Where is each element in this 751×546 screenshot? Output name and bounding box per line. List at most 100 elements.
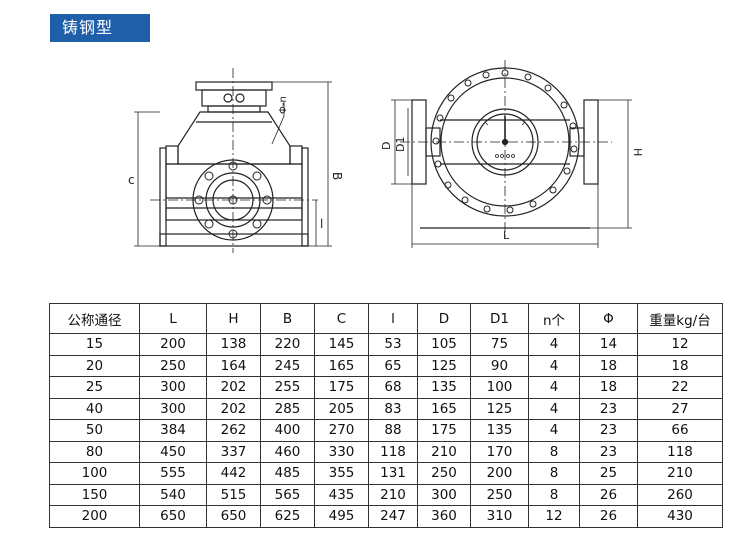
front-view (134, 68, 332, 253)
table-cell: 442 (206, 462, 261, 485)
table-cell: 430 (637, 505, 723, 528)
table-cell: 650 (206, 505, 261, 528)
table-cell: 210 (417, 440, 471, 463)
table-cell: 200 (49, 505, 140, 528)
table-cell: 435 (314, 483, 369, 506)
dim-label-l: l (320, 217, 323, 231)
table-cell: 4 (528, 376, 580, 399)
table-cell: 131 (368, 462, 418, 485)
table-cell: 210 (368, 483, 418, 506)
table-cell: 40 (49, 397, 140, 420)
table-cell: 145 (314, 333, 369, 356)
col-header: D1 (470, 303, 529, 334)
table-cell: 460 (260, 440, 315, 463)
table-cell: 135 (417, 376, 471, 399)
table-cell: 100 (49, 462, 140, 485)
table-cell: 8 (528, 462, 580, 485)
table-cell: 202 (206, 397, 261, 420)
dim-label-b: B (330, 172, 344, 180)
table-cell: 255 (260, 376, 315, 399)
col-header: 公称通径 (49, 303, 140, 334)
table-cell: 540 (139, 483, 207, 506)
table-cell: 23 (579, 440, 638, 463)
dim-label-phi: Φ-n (278, 96, 289, 114)
table-cell: 4 (528, 333, 580, 356)
table-cell: 310 (470, 505, 529, 528)
table-cell: 53 (368, 333, 418, 356)
table-header-row: 公称通径 L H B C l D D1 n个 Φ 重量kg/台 (49, 303, 723, 334)
table-cell: 105 (417, 333, 471, 356)
table-cell: 135 (470, 419, 529, 442)
table-cell: 90 (470, 354, 529, 377)
table-cell: 360 (417, 505, 471, 528)
table-cell: 27 (637, 397, 723, 420)
table-cell: 18 (637, 354, 723, 377)
table-cell: 565 (260, 483, 315, 506)
table-cell: 75 (470, 333, 529, 356)
table-cell: 165 (417, 397, 471, 420)
table-cell: 262 (206, 419, 261, 442)
col-header: l (368, 303, 418, 334)
table-cell: 555 (139, 462, 207, 485)
table-cell: 220 (260, 333, 315, 356)
table-cell: 337 (206, 440, 261, 463)
table-cell: 210 (637, 462, 723, 485)
table-cell: 125 (417, 354, 471, 377)
table-cell: 4 (528, 354, 580, 377)
table-cell: 165 (314, 354, 369, 377)
col-header: H (206, 303, 261, 334)
table-cell: 66 (637, 419, 723, 442)
table-cell: 175 (417, 419, 471, 442)
table-cell: 25 (49, 376, 140, 399)
table-cell: 495 (314, 505, 369, 528)
dim-label-h: H (631, 148, 644, 156)
table-cell: 300 (139, 376, 207, 399)
table-cell: 300 (139, 397, 207, 420)
table-cell: 65 (368, 354, 418, 377)
col-header: L (139, 303, 207, 334)
table-cell: 485 (260, 462, 315, 485)
table-cell: 25 (579, 462, 638, 485)
table-cell: 205 (314, 397, 369, 420)
table-cell: 202 (206, 376, 261, 399)
table-cell: 4 (528, 419, 580, 442)
section-title: 铸钢型 (50, 14, 150, 42)
table-cell: 164 (206, 354, 261, 377)
table-cell: 247 (368, 505, 418, 528)
col-header: C (314, 303, 369, 334)
table-cell: 384 (139, 419, 207, 442)
table-cell: 18 (579, 376, 638, 399)
table-cell: 245 (260, 354, 315, 377)
table-cell: 250 (139, 354, 207, 377)
table-cell: 260 (637, 483, 723, 506)
dim-label-c: c (128, 173, 135, 187)
table-cell: 118 (368, 440, 418, 463)
table-cell: 20 (49, 354, 140, 377)
col-header: Φ (579, 303, 638, 334)
table-cell: 8 (528, 440, 580, 463)
table-cell: 23 (579, 397, 638, 420)
table-cell: 400 (260, 419, 315, 442)
table-cell: 175 (314, 376, 369, 399)
table-cell: 515 (206, 483, 261, 506)
table-cell: 100 (470, 376, 529, 399)
table-cell: 26 (579, 483, 638, 506)
table-cell: 118 (637, 440, 723, 463)
col-header: B (260, 303, 315, 334)
table-cell: 650 (139, 505, 207, 528)
col-header: n个 (528, 303, 580, 334)
col-header: 重量kg/台 (637, 303, 723, 334)
dim-label-d: D (380, 142, 393, 150)
table-cell: 14 (579, 333, 638, 356)
table-cell: 300 (417, 483, 471, 506)
table-cell: 270 (314, 419, 369, 442)
